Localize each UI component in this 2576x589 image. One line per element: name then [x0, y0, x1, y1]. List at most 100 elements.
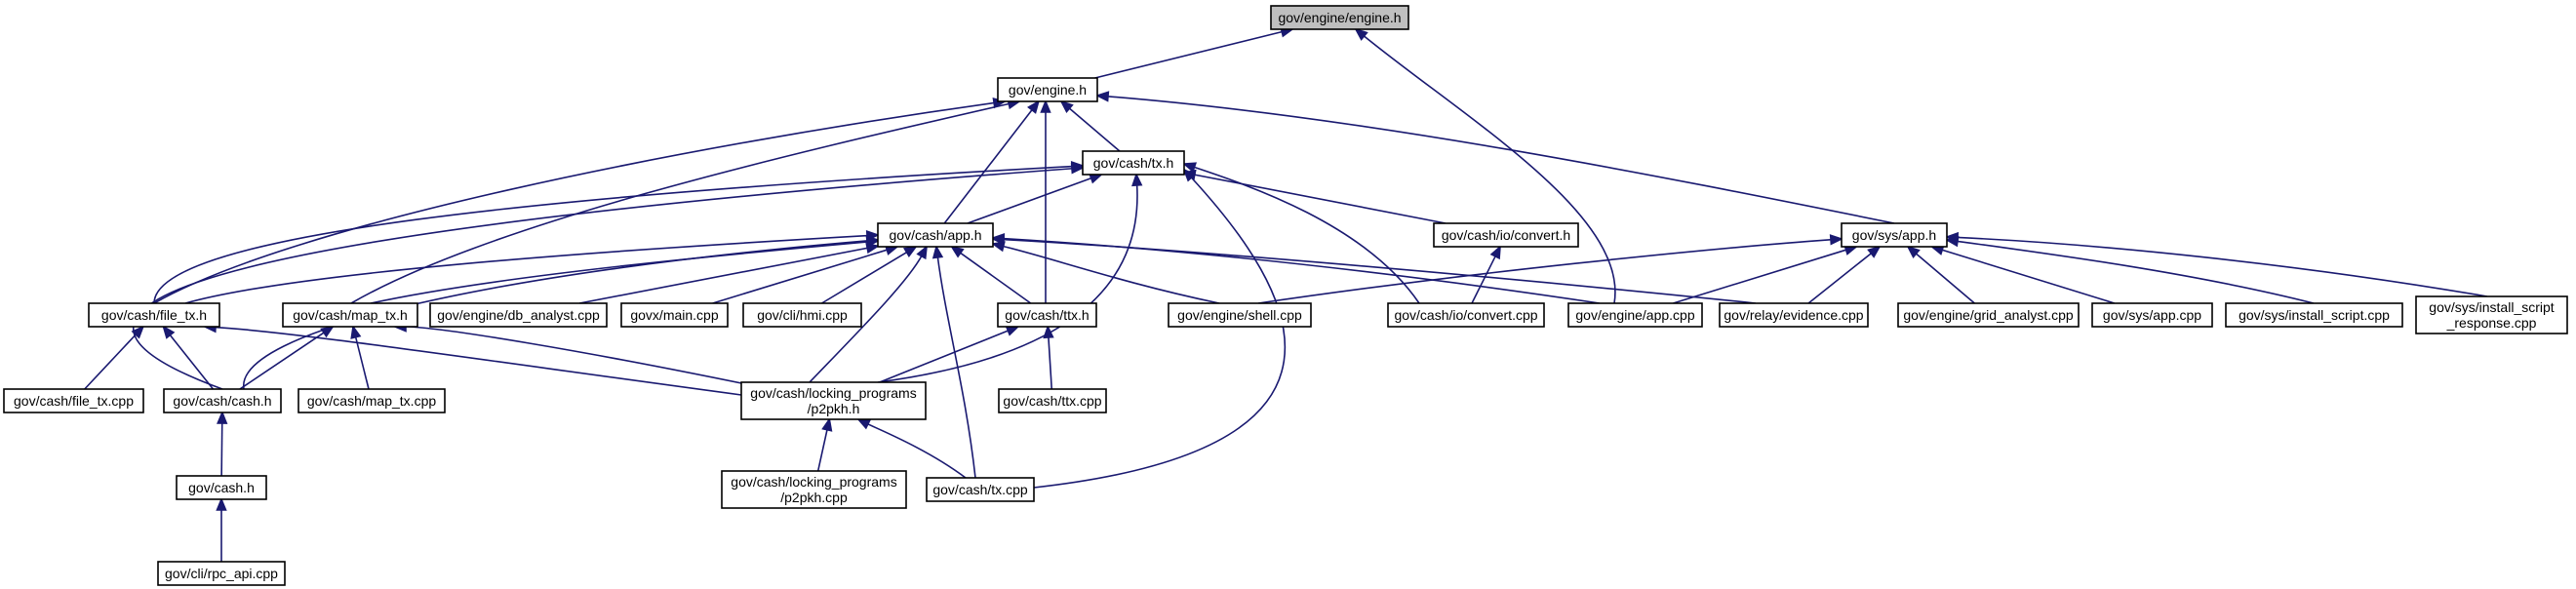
node-label: gov/cash/file_tx.h — [101, 307, 207, 323]
edge-line — [239, 331, 326, 390]
node-label: gov/engine/app.cpp — [1575, 307, 1694, 323]
graph-node-cash-map-tx-cpp[interactable]: gov/cash/map_tx.cpp — [297, 388, 446, 413]
edge-cash_io_convert_cpp-to-cash_io_convert_h — [1471, 245, 1501, 304]
graph-node-cli-hmi-cpp[interactable]: gov/cli/hmi.cpp — [742, 302, 862, 328]
node-box — [1387, 302, 1545, 328]
node-box — [997, 77, 1098, 102]
node-label: gov/cash/tx.h — [1093, 155, 1174, 171]
edge-engine_db_analyst_cpp-to-cash_app_h — [578, 242, 881, 304]
node-label: gov/cash/io/convert.cpp — [1394, 307, 1537, 323]
edge-relay_evidence_cpp-to-sys_app_h — [1807, 245, 1882, 304]
node-label: gov/cli/rpc_api.cpp — [165, 566, 278, 581]
edge-cash_app_h-to-engine_h — [943, 99, 1041, 224]
graph-node-cash-io-convert-cpp[interactable]: gov/cash/io/convert.cpp — [1387, 302, 1545, 328]
graph-node-engine-h[interactable]: gov/engine.h — [997, 77, 1098, 102]
edge-line — [214, 326, 742, 396]
edge-arrowhead — [1181, 162, 1197, 174]
node-box — [282, 302, 418, 328]
edge-line — [1915, 252, 1975, 304]
node-label: gov/cash/map_tx.cpp — [307, 393, 437, 409]
edge-line — [370, 241, 869, 304]
node-box — [926, 477, 1035, 502]
edge-line — [967, 177, 1092, 224]
graph-node-sys-app-h[interactable]: gov/sys/app.h — [1841, 222, 1948, 248]
graph-node-sys-install-script-response-cpp[interactable]: gov/sys/install_script_response.cpp — [2415, 295, 2568, 334]
edge-line — [1193, 166, 1420, 304]
node-label: gov/cash/tx.cpp — [932, 482, 1027, 497]
graph-node-cash-h[interactable]: gov/cash.h — [176, 475, 267, 500]
edge-line — [1094, 30, 1284, 79]
edge-line — [169, 334, 215, 390]
edge-cli_rpc_api_cpp-to-cash_h — [216, 496, 227, 562]
graph-node-cash-cash-h[interactable]: gov/cash/cash.h — [163, 388, 282, 413]
edge-arrowhead — [1027, 99, 1041, 114]
edge-line — [1106, 96, 1895, 224]
edge-cash_tx_cpp-to-cash_tx_h — [1033, 168, 1286, 489]
graph-node-cash-ttx-cpp[interactable]: gov/cash/ttx.cpp — [998, 388, 1107, 413]
graph-node-govx-main-cpp[interactable]: govx/main.cpp — [620, 302, 729, 328]
graph-node-cash-ttx-h[interactable]: gov/cash/ttx.h — [997, 302, 1097, 328]
edge-line — [809, 255, 923, 383]
edge-line — [1002, 238, 1757, 304]
edge-cli_hmi_cpp-to-cash_app_h — [821, 245, 918, 304]
edge-arrowhead — [1070, 163, 1086, 175]
node-box — [1567, 302, 1703, 328]
graph-node-cash-file-tx-cpp[interactable]: gov/cash/file_tx.cpp — [3, 388, 144, 413]
edge-relay_evidence_cpp-to-cash_app_h — [990, 233, 1757, 304]
node-label: gov/engine/shell.cpp — [1177, 307, 1302, 323]
edge-cash_locking_p2pkh_h-to-cash_app_h — [809, 245, 929, 383]
node-label: gov/sys/install_script.cpp — [2239, 307, 2390, 323]
graph-node-cash-tx-h[interactable]: gov/cash/tx.h — [1082, 150, 1185, 176]
graph-node-engine-app-cpp[interactable]: gov/engine/app.cpp — [1567, 302, 1703, 328]
graph-node-cash-app-h[interactable]: gov/cash/app.h — [877, 222, 994, 248]
node-label: /p2pkh.cpp — [780, 490, 848, 505]
graph-node-engine-engine-h[interactable]: gov/engine/engine.h — [1270, 5, 1409, 30]
graph-node-engine-grid-analyst-cpp[interactable]: gov/engine/grid_analyst.cpp — [1897, 302, 2080, 328]
graph-node-cash-map-tx-h[interactable]: gov/cash/map_tx.h — [282, 302, 418, 328]
edge-engine_app_cpp-to-engine_engine_h — [1354, 27, 1616, 304]
node-label: gov/relay/evidence.cpp — [1724, 307, 1863, 323]
edge-sys_install_script_cpp-to-sys_app_h — [1944, 235, 2315, 304]
graph-node-cash-locking-p2pkh-cpp[interactable]: gov/cash/locking_programs/p2pkh.cpp — [721, 470, 907, 509]
edge-sys_app_h-to-engine_h — [1094, 91, 1895, 224]
node-box — [88, 302, 220, 328]
graph-node-cash-locking-p2pkh-h[interactable]: gov/cash/locking_programs/p2pkh.h — [740, 381, 927, 420]
edge-arrowhead — [1944, 231, 1960, 244]
graph-node-engine-shell-cpp[interactable]: gov/engine/shell.cpp — [1168, 302, 1312, 328]
edge-arrowhead — [1354, 27, 1368, 41]
graph-node-cash-io-convert-h[interactable]: gov/cash/io/convert.h — [1433, 222, 1579, 248]
edge-arrowhead — [1043, 324, 1054, 339]
edges-layer — [84, 26, 2488, 562]
nodes-layer: gov/engine/engine.h gov/engine.h gov/cash/… — [3, 5, 2568, 586]
edge-engine_h-to-engine_engine_h — [1094, 26, 1294, 79]
edge-arrowhead — [1005, 326, 1020, 336]
node-label: gov/cash/app.h — [890, 227, 982, 243]
node-box — [2091, 302, 2213, 328]
edge-arrowhead — [1829, 234, 1844, 246]
edge-sys_app_cpp-to-sys_app_h — [1929, 245, 2116, 304]
edge-line — [936, 255, 976, 479]
node-box — [2415, 295, 2568, 334]
graph-node-cli-rpc-api-cpp[interactable]: gov/cli/rpc_api.cpp — [157, 561, 286, 586]
edge-cash_cash_h-to-cash_file_tx_h — [162, 325, 215, 390]
graph-node-sys-app-cpp[interactable]: gov/sys/app.cpp — [2091, 302, 2213, 328]
edge-engine_shell_cpp-to-sys_app_h — [1257, 234, 1844, 304]
edge-engine_grid_analyst_cpp-to-sys_app_h — [1906, 245, 1975, 304]
edge-line — [184, 234, 869, 304]
graph-node-engine-db-analyst-cpp[interactable]: gov/engine/db_analyst.cpp — [429, 302, 608, 328]
graph-node-relay-evidence-cpp[interactable]: gov/relay/evidence.cpp — [1719, 302, 1869, 328]
edge-cash_ttx_h-to-engine_h — [1040, 98, 1051, 303]
edge-line — [816, 428, 828, 472]
node-box — [163, 388, 282, 413]
graph-node-sys-install-script-cpp[interactable]: gov/sys/install_script.cpp — [2225, 302, 2403, 328]
node-box — [2225, 302, 2403, 328]
node-box — [1841, 222, 1948, 248]
node-label: gov/cash.h — [188, 480, 255, 495]
edge-line — [1257, 238, 1833, 304]
node-box — [1719, 302, 1869, 328]
edge-arrowhead — [865, 242, 881, 255]
edge-cash_locking_p2pkh_h-to-cash_tx_h — [877, 172, 1143, 383]
graph-node-cash-tx-cpp[interactable]: gov/cash/tx.cpp — [926, 477, 1035, 502]
edge-sys_install_script_response_cpp-to-sys_app_h — [1944, 231, 2488, 297]
graph-node-cash-file-tx-h[interactable]: gov/cash/file_tx.h — [88, 302, 220, 328]
